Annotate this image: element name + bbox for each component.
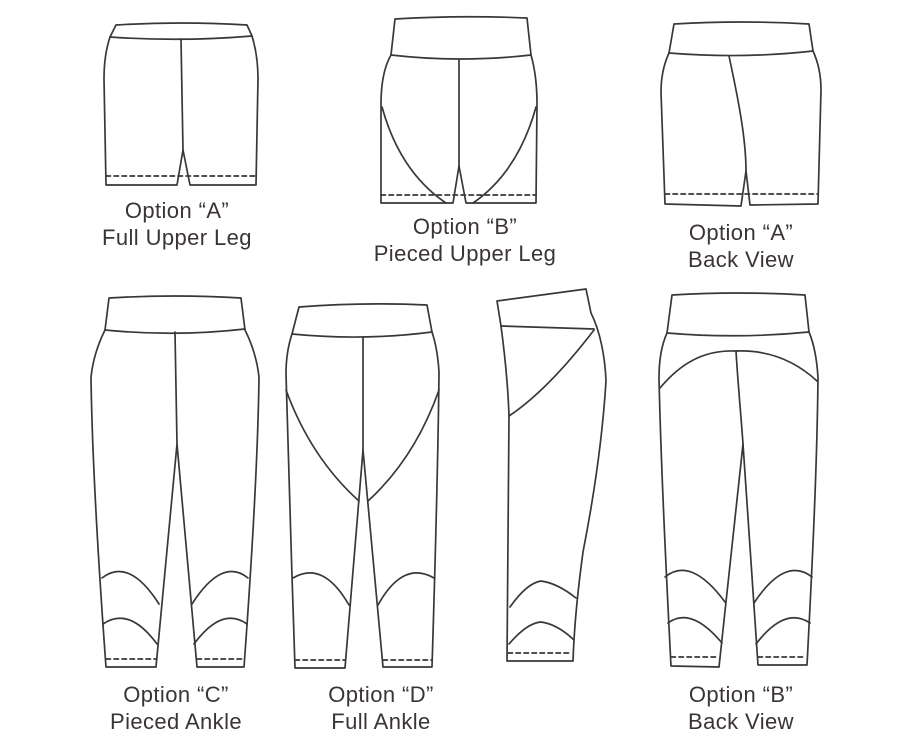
leggings-side-view-illustration [484,286,616,668]
caption-shorts-a-back: Option “A” Back View [601,219,881,273]
caption-line: Option “C” [123,682,229,707]
caption-line: Pieced Ankle [110,709,242,734]
caption-leggings-b-back: Option “B” Back View [601,681,881,735]
caption-line: Full Ankle [331,709,431,734]
caption-line: Back View [688,709,794,734]
caption-leggings-c: Option “C” Pieced Ankle [36,681,316,735]
shorts-back-view-illustration [650,20,824,210]
caption-leggings-d: Option “D” Full Ankle [241,681,521,735]
caption-line: Pieced Upper Leg [373,241,557,266]
shorts-front-full-upper-leg-illustration [100,20,262,190]
caption-line: Option “B” [688,682,794,707]
shorts-front-pieced-upper-leg-illustration [376,14,540,208]
caption-line: Option “B” [412,214,518,239]
leggings-front-pieced-ankle-illustration [84,293,266,673]
caption-line: Option “A” [124,198,230,223]
leggings-back-view-illustration [645,290,835,672]
caption-line: Back View [688,247,794,272]
caption-shorts-b-front: Option “B” Pieced Upper Leg [325,213,605,267]
leggings-front-full-ankle-illustration [283,298,471,674]
caption-shorts-a-front: Option “A” Full Upper Leg [37,197,317,251]
caption-line: Full Upper Leg [102,225,252,250]
caption-line: Option “D” [328,682,434,707]
caption-line: Option “A” [688,220,794,245]
